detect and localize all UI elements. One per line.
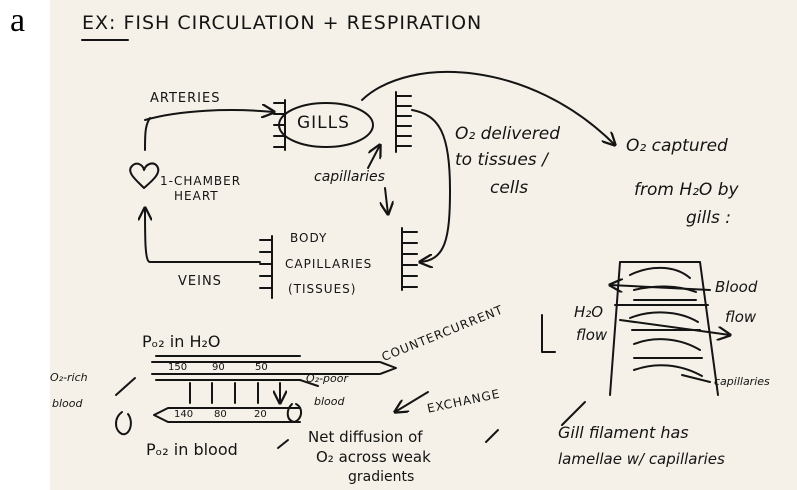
- gills-right-comb: [395, 91, 412, 153]
- blood-value-2: 80: [214, 409, 227, 420]
- veins-label: VEINS: [178, 274, 222, 289]
- net-diffusion-1: Net diffusion of: [308, 428, 423, 446]
- net-diffusion-pointer: [485, 429, 499, 443]
- o2-delivered-3: cells: [490, 178, 529, 198]
- body-label-1: BODY: [290, 231, 328, 245]
- filament-pointer: [561, 401, 586, 426]
- arteries-arrow: [144, 110, 274, 121]
- filament-2: lamellae w/ capillaries: [558, 450, 725, 468]
- water-value-3: 50: [255, 362, 268, 373]
- o2-rich-2: blood: [52, 397, 83, 410]
- net-diffusion-2: O₂ across weak: [316, 448, 431, 466]
- bracket-line: [541, 314, 556, 353]
- panel-letter: a: [10, 2, 26, 39]
- filament-1: Gill filament has: [558, 423, 689, 442]
- net-diffusion-3: gradients: [348, 469, 415, 485]
- o2-poor-2: blood: [314, 395, 345, 408]
- po2-blood-pointer: [277, 439, 289, 449]
- capture-2: from H₂O by: [634, 180, 739, 200]
- blood-value-3: 20: [254, 409, 267, 420]
- h2o-flow-2: flow: [576, 326, 608, 344]
- filament-lamellae: [629, 266, 703, 377]
- o2-poor-1: O₂-poor: [306, 372, 349, 385]
- blood-in-circle: [115, 411, 132, 436]
- counter-pointer: [395, 391, 429, 412]
- page-title: EX: FISH CIRCULATION + RESPIRATION: [82, 12, 483, 34]
- body-label-2: CAPILLARIES: [285, 257, 373, 271]
- blood-flow-2: flow: [725, 308, 757, 326]
- capillaries-label: capillaries: [314, 169, 385, 185]
- heart-icon: [129, 162, 160, 189]
- water-value-2: 90: [212, 362, 225, 373]
- o2-poor-pointer: [299, 379, 319, 387]
- gills-to-body-loop: [411, 109, 451, 262]
- po2-blood-label: Pₒ₂ in blood: [146, 440, 238, 459]
- o2-rich-1: O₂-rich: [50, 371, 88, 384]
- blood-value-1: 140: [174, 409, 194, 420]
- veins-arrow: [145, 208, 261, 263]
- filament-frame: [609, 261, 719, 396]
- water-values-box: [155, 355, 301, 381]
- capture-3: gills :: [686, 208, 731, 228]
- o2-delivered-2: to tissues /: [455, 150, 548, 170]
- capillaries-up-arrow: [367, 145, 380, 169]
- blood-flow-arrow: [610, 285, 711, 290]
- blood-flow-1: Blood: [715, 278, 758, 296]
- blood-out-circle: [286, 403, 302, 423]
- gill-capillaries-label: capillaries: [714, 375, 770, 388]
- po2-water-label: Pₒ₂ in H₂O: [142, 332, 221, 351]
- heart-label-2: HEART: [174, 189, 219, 203]
- gills-label: GILLS: [297, 113, 350, 133]
- water-value-1: 150: [168, 362, 188, 373]
- capillaries-down-arrow: [385, 187, 388, 214]
- body-label-3: (TISSUES): [288, 282, 357, 296]
- body-left-comb: [259, 235, 273, 299]
- h2o-flow-1: H₂O: [574, 303, 604, 321]
- sketch-card: EX: FISH CIRCULATION + RESPIRATION ARTER…: [50, 0, 797, 490]
- arteries-label: ARTERIES: [150, 91, 221, 106]
- o2-rich-pointer: [115, 377, 136, 396]
- body-right-comb: [401, 227, 418, 291]
- heart-label-1: 1-CHAMBER: [160, 174, 242, 188]
- water-channel: [151, 361, 397, 375]
- capture-arc: [361, 70, 615, 145]
- sketch-drawing: [81, 39, 797, 449]
- heart-to-arteries-line: [144, 117, 151, 151]
- o2-delivered-1: O₂ delivered: [455, 124, 561, 144]
- capture-1: O₂ captured: [626, 136, 728, 156]
- capillaries-pointer: [681, 374, 711, 383]
- gills-left-comb: [273, 99, 286, 151]
- diffusion-arrows: [189, 382, 280, 403]
- h2o-flow-arrow: [619, 319, 730, 335]
